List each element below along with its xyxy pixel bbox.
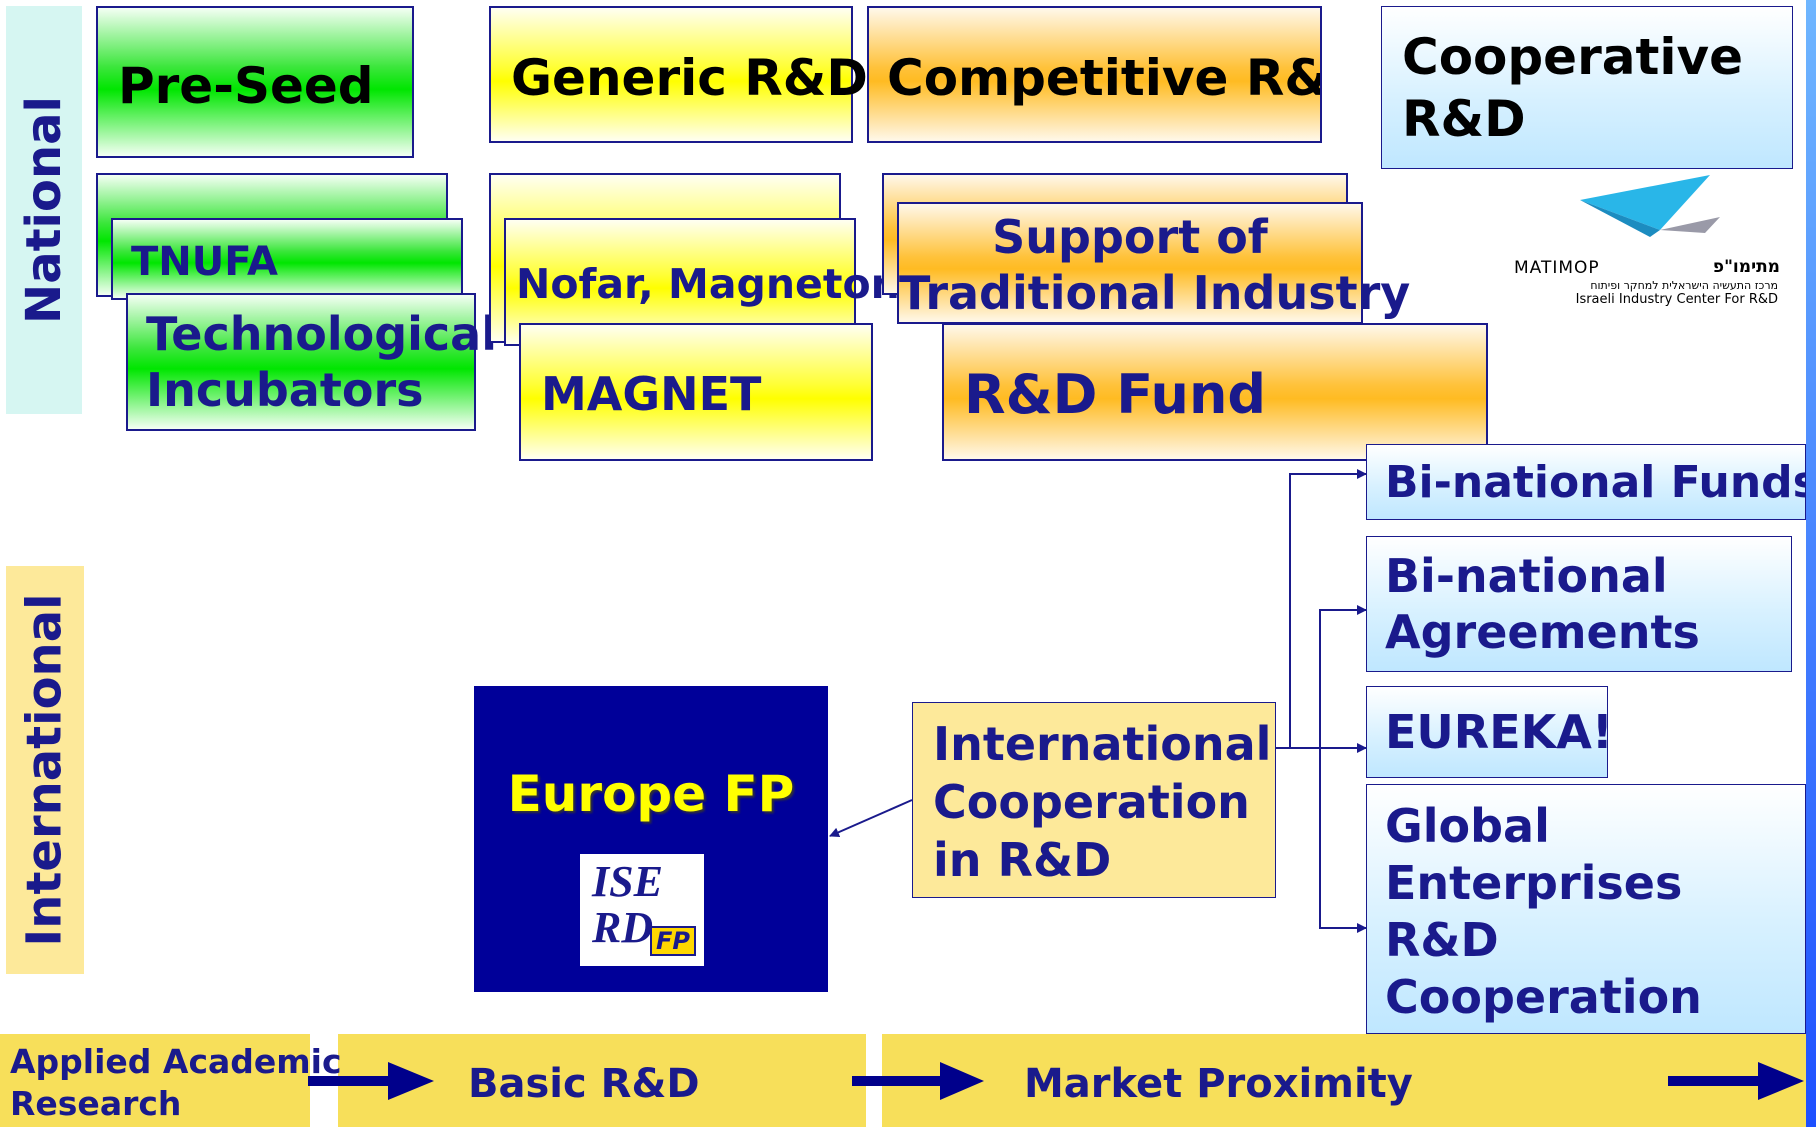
timeline-applied-band — [0, 1034, 310, 1127]
magnet-box: MAGNET — [519, 323, 873, 461]
nofar-magneton-label: Nofar, Magneton — [516, 260, 900, 308]
matimop-hebrew-sub: מרכז התעשיה הישראלית למחקר ופיתוח — [1590, 279, 1778, 292]
right-edge-accent — [1806, 0, 1816, 1127]
matimop-hebrew: מתימו"פ — [1712, 257, 1780, 277]
competitive-rd-box: Competitive R&D — [867, 6, 1322, 143]
timeline-arrow-2 — [852, 1062, 984, 1100]
global-line1: Global — [1385, 799, 1550, 853]
binational-agreements-box: Bi-national Agreements — [1366, 536, 1792, 672]
intl-coop-line1: International — [933, 717, 1272, 771]
binational-agreements-line1: Bi-national — [1385, 549, 1668, 603]
binational-funds-label: Bi-national Funds — [1385, 457, 1806, 508]
cooperative-rd-line2: R&D — [1402, 90, 1526, 148]
iserd-logo: ISE RD FP — [580, 854, 704, 966]
magnet-label: MAGNET — [541, 367, 762, 421]
rd-fund-label: R&D Fund — [964, 363, 1267, 426]
iserd-badge: FP — [650, 926, 696, 957]
europe-fp-box: Europe FP ISE RD FP — [474, 686, 828, 992]
rd-fund-box: R&D Fund — [942, 323, 1488, 461]
eureka-box: EUREKA! — [1366, 686, 1613, 778]
matimop-logo: מתימו"פ MATIMOP מרכז התעשיה הישראלית למח… — [1510, 175, 1780, 310]
global-line2: Enterprises — [1385, 856, 1683, 910]
timeline-applied-line2: Research — [10, 1084, 182, 1123]
timeline-applied-line1: Applied Academic — [10, 1042, 342, 1081]
iserd-line1: ISE — [592, 857, 663, 906]
iserd-line2: RD — [592, 903, 654, 952]
matimop-wing-icon — [1580, 175, 1720, 237]
global-line4: Cooperation — [1385, 970, 1702, 1024]
timeline-basic-label: Basic R&D — [468, 1061, 700, 1107]
generic-rd-label: Generic R&D — [511, 49, 868, 107]
tnufa-box: TNUFA — [111, 218, 463, 300]
matimop-latin: MATIMOP — [1514, 258, 1600, 278]
incubators-line2: Incubators — [146, 363, 424, 417]
national-band: National — [6, 6, 82, 414]
global-enterprises-box: Global Enterprises R&D Cooperation — [1366, 784, 1806, 1034]
timeline-market-label: Market Proximity — [1024, 1061, 1413, 1107]
matimop-english-sub: Israeli Industry Center For R&D — [1575, 292, 1778, 307]
incubators-line1: Technological — [146, 307, 497, 361]
traditional-industry-line2: Traditional Industry — [899, 266, 1411, 320]
binational-funds-box: Bi-national Funds — [1366, 444, 1806, 520]
eureka-label: EUREKA! — [1385, 705, 1613, 759]
global-line3: R&D — [1385, 913, 1499, 967]
cooperative-rd-line1: Cooperative — [1402, 28, 1744, 86]
binational-agreements-line2: Agreements — [1385, 605, 1700, 659]
pre-seed-label: Pre-Seed — [118, 57, 374, 115]
intl-coop-line3: in R&D — [933, 833, 1112, 887]
timeline-arrow-3 — [1668, 1062, 1804, 1100]
international-band: International — [6, 566, 84, 974]
tnufa-label: TNUFA — [131, 239, 278, 285]
competitive-rd-label: Competitive R&D — [887, 49, 1322, 107]
intl-coop-line2: Cooperation — [933, 775, 1250, 829]
international-cooperation-box: International Cooperation in R&D — [912, 702, 1276, 898]
incubators-box: Technological Incubators — [126, 293, 497, 431]
generic-rd-box: Generic R&D — [489, 6, 868, 143]
traditional-industry-line1: Support of — [992, 210, 1268, 264]
timeline-market-band — [882, 1034, 1806, 1127]
timeline-arrow-1 — [308, 1062, 434, 1100]
europe-fp-label: Europe FP — [507, 765, 795, 823]
pre-seed-box: Pre-Seed — [96, 6, 414, 158]
cooperative-rd-box: Cooperative R&D — [1381, 6, 1793, 169]
